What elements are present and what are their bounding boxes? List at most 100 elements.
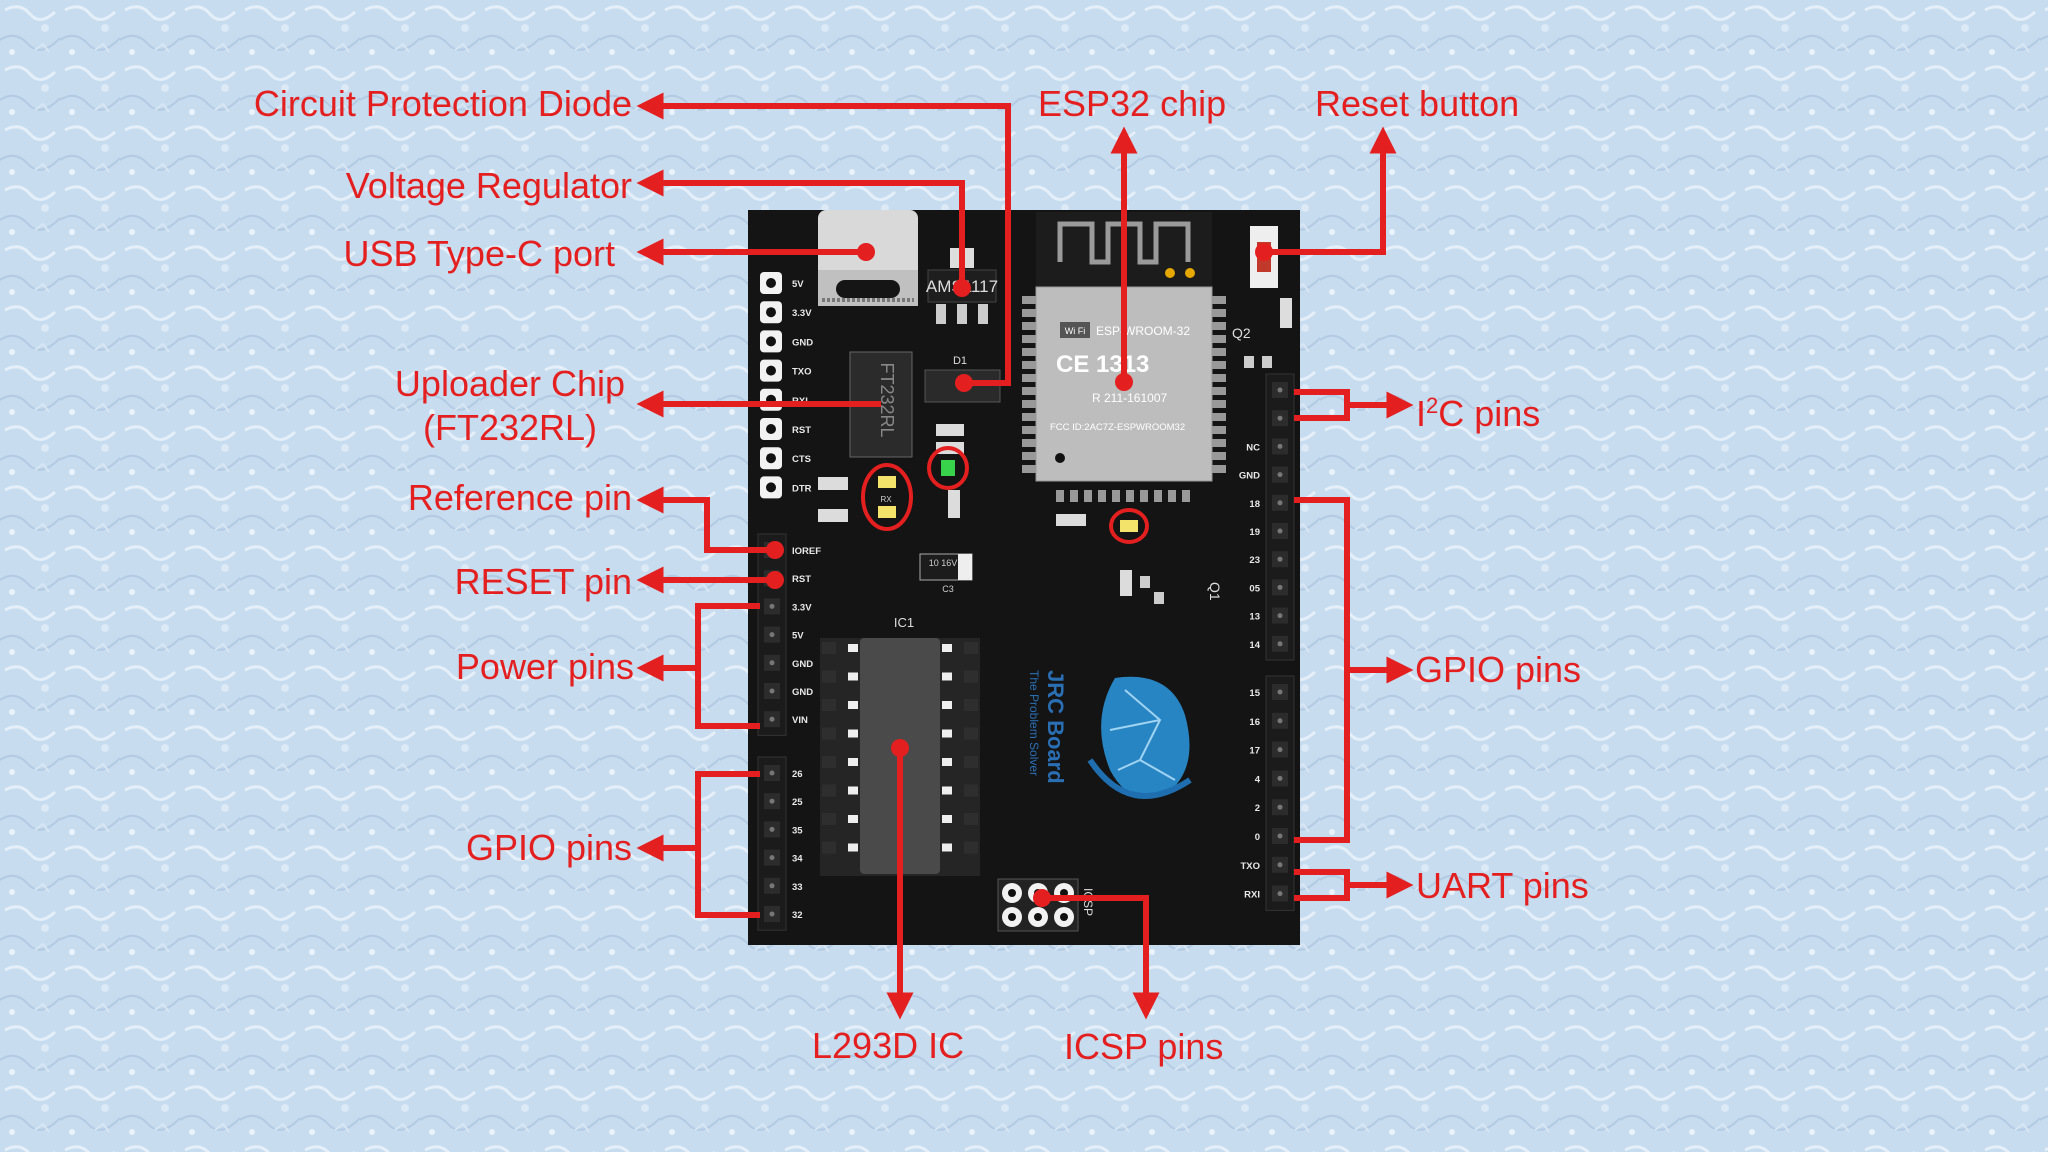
module-pad	[1022, 348, 1036, 356]
capacitor-c3: 10 16V C3	[919, 553, 973, 594]
label-gpio-pins-left: GPIO pins	[465, 827, 632, 868]
leader-dot	[1255, 243, 1273, 261]
module-pad	[1140, 490, 1148, 502]
pin-label: 17	[1249, 746, 1260, 757]
module-pad	[1098, 490, 1106, 502]
pin-label: GND	[792, 687, 813, 698]
ic-pin	[848, 644, 858, 652]
pin-label: GND	[1239, 471, 1260, 482]
socket-pin	[822, 756, 836, 768]
socket-pin	[822, 642, 836, 654]
module-pad	[1154, 490, 1162, 502]
socket-pin	[964, 727, 978, 740]
q2-ref: Q2	[1232, 325, 1251, 341]
pin-label: RST	[792, 425, 811, 436]
wifi-badge: Wi Fi	[1065, 326, 1086, 336]
pin-label: 35	[792, 825, 803, 836]
label-uploader-line1: Uploader Chip	[394, 363, 626, 404]
brand-tagline: The Problem Solver	[1027, 670, 1041, 776]
pin-label: 18	[1249, 499, 1260, 510]
socket-pin	[822, 841, 836, 854]
socket-pin	[964, 699, 978, 711]
ic-pin	[848, 786, 858, 795]
ic1-ref: IC1	[894, 615, 914, 630]
label-protection-diode: Circuit Protection Diode	[253, 83, 632, 124]
rx-tx-led-highlight	[861, 463, 913, 531]
status-led	[1120, 520, 1138, 532]
ic-pin	[848, 672, 858, 681]
arrow-icsp-pins	[1042, 895, 1160, 1020]
ic-pin	[942, 644, 952, 652]
label-voltage-regulator: Voltage Regulator	[345, 165, 632, 206]
module-pad	[1022, 335, 1036, 343]
pin-label: NC	[1246, 442, 1260, 453]
pin-label: 34	[792, 854, 803, 865]
module-pad	[1212, 309, 1226, 317]
pin-label: 16	[1249, 717, 1260, 728]
icsp-header: ICSP	[997, 878, 1095, 932]
socket-pin	[964, 813, 978, 825]
pin-label: IOREF	[792, 546, 821, 557]
module-pad	[1212, 439, 1226, 447]
leader-dot	[766, 571, 784, 589]
leader-dot	[891, 739, 909, 757]
pin-label: 33	[792, 882, 803, 893]
ic-pin	[848, 758, 858, 766]
pin-label: RST	[792, 574, 811, 585]
label-uart-pins: UART pins	[1416, 865, 1589, 906]
ic-pin	[942, 672, 952, 681]
leader-dot	[1115, 373, 1133, 391]
module-pad	[1022, 387, 1036, 395]
ic-pin	[848, 843, 858, 852]
pin-label: RXI	[1244, 890, 1260, 901]
socket-pin	[964, 841, 978, 854]
jrc-board: AMS1117 D1 FT232RL RX	[748, 210, 1300, 945]
label-gpio-pins-right: GPIO pins	[1415, 649, 1582, 690]
module-pad	[1212, 296, 1226, 304]
ic-pin	[942, 758, 952, 766]
arrow-voltage-regulator	[636, 169, 965, 288]
module-pad	[1212, 426, 1226, 434]
pin-label: 13	[1249, 612, 1260, 623]
ic-pin	[848, 815, 858, 823]
capacitor-ref: C3	[942, 584, 954, 594]
label-reference-pin: Reference pin	[407, 477, 632, 518]
power-led-highlight	[927, 446, 969, 490]
label-reset-button: Reset button	[1315, 83, 1520, 124]
module-pad	[1056, 490, 1064, 502]
module-pad	[1022, 374, 1036, 382]
annotation-dots	[766, 243, 1273, 907]
pin-label: 15	[1249, 688, 1260, 699]
pin-label: 5V	[792, 631, 804, 642]
pin-label: TXO	[1240, 861, 1260, 872]
pin-label: 14	[1249, 640, 1260, 651]
arrow-protection-diode	[636, 92, 1011, 386]
pin-label: 26	[792, 769, 803, 780]
ic-pin	[942, 729, 952, 738]
pin-label: 25	[792, 797, 803, 808]
i2c-suffix: C pins	[1438, 393, 1541, 434]
ic-pin	[848, 701, 858, 709]
module-pad	[1022, 322, 1036, 330]
module-pad	[1022, 361, 1036, 369]
module-pad	[1212, 348, 1226, 356]
module-pad	[1022, 439, 1036, 447]
socket-pin	[822, 699, 836, 711]
label-uploader-line2: (FT232RL)	[422, 407, 598, 448]
arrow-reset-button	[1264, 126, 1397, 255]
diode-ref: D1	[953, 355, 967, 367]
module-pad	[1070, 490, 1078, 502]
socket-pin	[964, 784, 978, 797]
socket-pin	[964, 642, 978, 654]
module-pad	[1022, 426, 1036, 434]
pin-label: DTR	[792, 483, 812, 494]
leader-dot	[955, 374, 973, 392]
power-led	[941, 460, 955, 476]
module-pad	[1182, 490, 1190, 502]
module-pad	[1084, 490, 1092, 502]
module-pad	[1212, 374, 1226, 382]
